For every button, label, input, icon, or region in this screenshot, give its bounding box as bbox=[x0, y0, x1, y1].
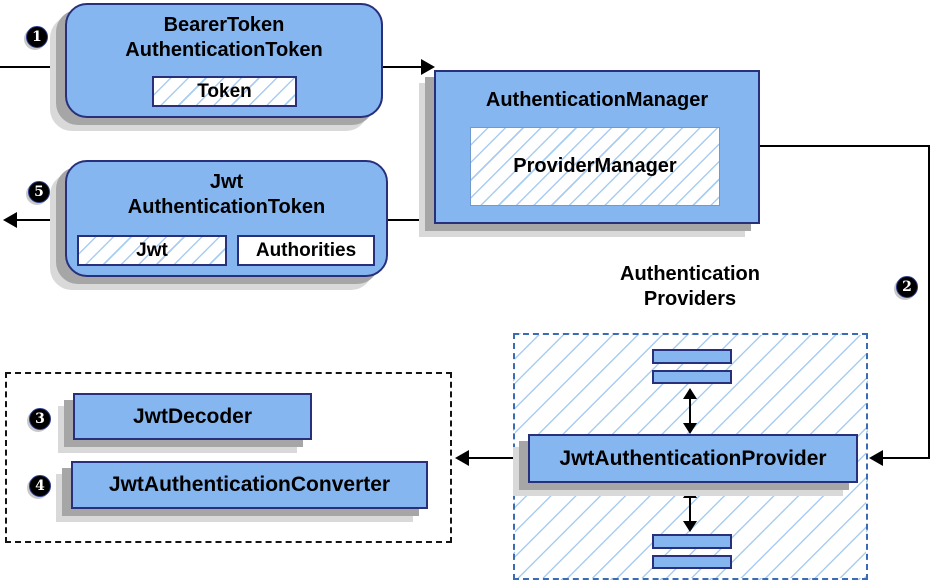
token-field: Token bbox=[152, 76, 297, 107]
provider-stub-bar bbox=[652, 555, 732, 569]
jwt-decoder-label: JwtDecoder bbox=[132, 404, 253, 428]
authentication-manager-node: AuthenticationManager ProviderManager bbox=[434, 70, 760, 224]
manager-to-provider-arrowhead-icon bbox=[869, 450, 883, 466]
jwt-authentication-provider-node: JwtAuthenticationProvider bbox=[528, 434, 858, 483]
manager-to-provider-line-bottom bbox=[882, 457, 930, 459]
outgoing-result-arrowhead-icon bbox=[3, 212, 17, 228]
manager-to-jwt-token-line bbox=[388, 219, 434, 221]
jwt-authentication-token-node: Jwt AuthenticationToken Jwt Authorities bbox=[65, 160, 388, 277]
step-2-badge: 2 bbox=[896, 276, 918, 298]
jwt-token-node-title: Jwt AuthenticationToken bbox=[127, 171, 326, 218]
bearer-token-node-title: BearerToken AuthenticationToken bbox=[125, 14, 323, 61]
token-field-label: Token bbox=[197, 80, 252, 102]
step-3-badge: 3 bbox=[29, 408, 51, 430]
jwt-authentication-converter-node: JwtAuthenticationConverter bbox=[71, 461, 428, 509]
provider-manager-label: ProviderManager bbox=[513, 155, 677, 177]
bearer-to-manager-line bbox=[383, 66, 423, 68]
provider-stack-arrow-up-icon bbox=[683, 388, 697, 399]
provider-stack-arrow-down-icon bbox=[683, 423, 697, 434]
jwt-decoder-node: JwtDecoder bbox=[73, 393, 312, 440]
manager-to-provider-line-vertical bbox=[928, 145, 930, 459]
authorities-field-label: Authorities bbox=[255, 239, 357, 261]
jwt-field-label: Jwt bbox=[136, 239, 168, 261]
authentication-providers-label: Authentication Providers bbox=[620, 263, 760, 310]
authentication-manager-title: AuthenticationManager bbox=[485, 89, 709, 111]
bearer-token-authentication-token-node: BearerToken AuthenticationToken Token bbox=[65, 3, 383, 118]
provider-stack-arrow2-shaft bbox=[689, 496, 691, 522]
jwt-authentication-converter-label: JwtAuthenticationConverter bbox=[108, 473, 391, 496]
jwt-field: Jwt bbox=[77, 235, 227, 266]
step-5-badge: 5 bbox=[28, 181, 50, 203]
step-1-badge: 1 bbox=[26, 26, 48, 48]
provider-stack-arrow-shaft bbox=[689, 397, 691, 424]
jwt-authentication-provider-label: JwtAuthenticationProvider bbox=[559, 446, 827, 470]
provider-stack-arrow2-up-icon bbox=[683, 487, 697, 498]
outgoing-result-line bbox=[14, 219, 65, 221]
incoming-request-line bbox=[0, 66, 65, 68]
provider-to-decoder-arrowhead-icon bbox=[455, 450, 469, 466]
provider-to-decoder-line bbox=[468, 457, 530, 459]
authorities-field: Authorities bbox=[237, 235, 375, 266]
step-4-badge: 4 bbox=[29, 475, 51, 497]
provider-stub-bar bbox=[652, 370, 732, 384]
manager-to-provider-line-top bbox=[760, 145, 930, 147]
provider-stub-bar bbox=[652, 534, 732, 549]
provider-stub-bar bbox=[652, 349, 732, 364]
provider-stack-arrow2-down-icon bbox=[683, 521, 697, 532]
provider-manager-inner-box: ProviderManager bbox=[470, 127, 720, 206]
bearer-to-manager-arrowhead-icon bbox=[421, 59, 435, 75]
